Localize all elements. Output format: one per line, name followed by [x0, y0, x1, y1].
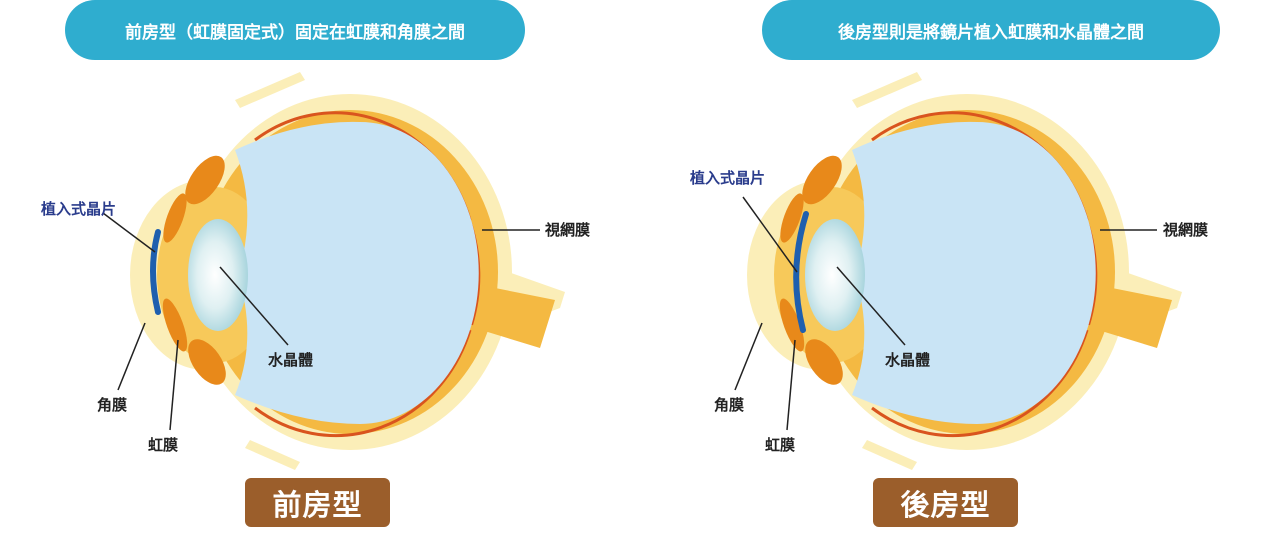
label-cornea-left: 角膜	[97, 396, 127, 414]
label-cornea-right: 角膜	[714, 396, 744, 414]
label-lens-right: 水晶體	[885, 351, 930, 369]
eye-anterior	[128, 70, 567, 472]
title-posterior-chamber: 後房型則是將鏡片植入虹膜和水晶體之間	[762, 0, 1220, 60]
label-implant-left: 植入式晶片	[41, 200, 116, 218]
leader-lines-left	[102, 212, 540, 431]
implant-lens-anterior	[150, 229, 161, 315]
eye-posterior	[745, 70, 1184, 472]
leader-lines-right	[734, 196, 1157, 431]
badge-anterior-chamber: 前房型	[245, 478, 390, 527]
title-anterior-chamber: 前房型（虹膜固定式）固定在虹膜和角膜之間	[65, 0, 525, 60]
label-retina-right: 視網膜	[1162, 221, 1208, 239]
label-iris-right: 虹膜	[765, 436, 795, 454]
label-lens-left: 水晶體	[268, 351, 313, 369]
label-implant-right: 植入式晶片	[690, 169, 765, 187]
label-iris-left: 虹膜	[148, 436, 178, 454]
label-retina-left: 視網膜	[544, 221, 590, 239]
badge-posterior-chamber: 後房型	[873, 478, 1018, 527]
